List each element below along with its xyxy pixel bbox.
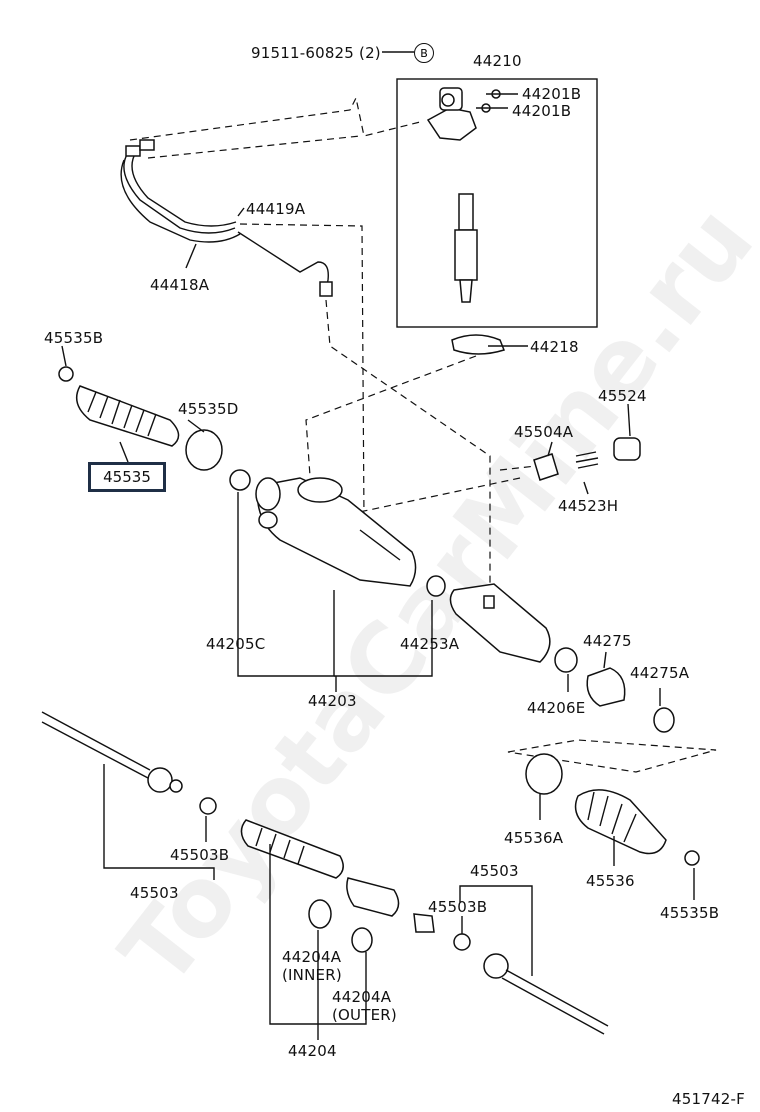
boot-clip-right-part bbox=[684, 850, 700, 866]
steering-rack-part bbox=[240, 819, 344, 879]
rack-housing-part bbox=[255, 477, 417, 587]
lock-nut-left-part bbox=[199, 797, 217, 815]
boot-clip-part bbox=[58, 366, 74, 382]
bolt-ref-badge: B bbox=[414, 43, 434, 63]
guide-spring-part bbox=[575, 451, 599, 469]
label-45535b-bottom: 45535B bbox=[660, 904, 720, 922]
figure-id: 451742-F bbox=[672, 1090, 745, 1108]
boot-clamp-part bbox=[185, 429, 223, 471]
label-44253a: 44253A bbox=[400, 635, 460, 653]
label-45503b-left: 45503B bbox=[170, 846, 230, 864]
label-45536a: 45536A bbox=[504, 829, 564, 847]
label-44218: 44218 bbox=[530, 338, 579, 356]
label-44206e: 44206E bbox=[527, 699, 586, 717]
outer-seal-part bbox=[351, 927, 373, 953]
label-44275a: 44275A bbox=[630, 664, 690, 682]
label-45504a: 45504A bbox=[514, 423, 574, 441]
boot-clamp-right-part bbox=[525, 753, 563, 795]
oil-seal-part bbox=[554, 647, 578, 673]
bolt-ref-text: B bbox=[420, 46, 428, 60]
label-44204: 44204 bbox=[288, 1042, 337, 1060]
lock-nut-right-part bbox=[453, 933, 471, 951]
valve-assembly-box bbox=[396, 78, 598, 328]
label-44205c: 44205C bbox=[206, 635, 266, 653]
cylinder-tube-part bbox=[449, 583, 551, 663]
label-44203: 44203 bbox=[308, 692, 357, 710]
tie-rod-end-left-part bbox=[41, 711, 183, 793]
pipe-union-part bbox=[319, 281, 333, 297]
label-45503-right: 45503 bbox=[470, 862, 519, 880]
label-bolt: 91511-60825 (2) bbox=[251, 44, 381, 62]
rack-bushing-part bbox=[586, 667, 626, 707]
label-45524: 45524 bbox=[598, 387, 647, 405]
label-45536: 45536 bbox=[586, 872, 635, 890]
label-44418a: 44418A bbox=[150, 276, 210, 294]
label-44275: 44275 bbox=[583, 632, 632, 650]
guide-spring-cap-part bbox=[613, 437, 641, 461]
label-44419a: 44419A bbox=[246, 200, 306, 218]
control-valve-part bbox=[454, 193, 478, 303]
label-44204a-outer: 44204A bbox=[332, 988, 392, 1006]
snap-ring-part bbox=[229, 469, 251, 491]
label-44201b-2: 44201B bbox=[512, 102, 572, 120]
tie-rod-end-right-part bbox=[483, 953, 609, 1035]
rack-seal-part bbox=[426, 575, 446, 597]
label-45503-left: 45503 bbox=[130, 884, 179, 902]
label-45535b-top: 45535B bbox=[44, 329, 104, 347]
label-inner-note: (INNER) bbox=[282, 966, 342, 984]
label-44210: 44210 bbox=[473, 52, 522, 70]
pressure-pipe-part bbox=[120, 139, 241, 243]
inner-seal-part bbox=[308, 899, 332, 929]
rack-end-part bbox=[346, 877, 400, 917]
return-pipe-part bbox=[237, 231, 329, 291]
label-45535d: 45535D bbox=[178, 400, 239, 418]
label-44204a-inner: 44204A bbox=[282, 948, 342, 966]
rack-boot-part bbox=[75, 385, 180, 447]
rack-end-nut-part bbox=[413, 913, 435, 933]
rack-boot-right-part bbox=[574, 789, 667, 855]
valve-body-part bbox=[426, 87, 477, 141]
highlighted-part-number[interactable]: 45535 bbox=[88, 462, 166, 492]
label-44201b-1: 44201B bbox=[522, 85, 582, 103]
label-44523h: 44523H bbox=[558, 497, 619, 515]
label-outer-note: (OUTER) bbox=[332, 1006, 397, 1024]
label-45503b-right: 45503B bbox=[428, 898, 488, 916]
gasket-part bbox=[451, 334, 505, 355]
rack-guide-part bbox=[533, 453, 559, 481]
retaining-ring-part bbox=[653, 707, 675, 733]
